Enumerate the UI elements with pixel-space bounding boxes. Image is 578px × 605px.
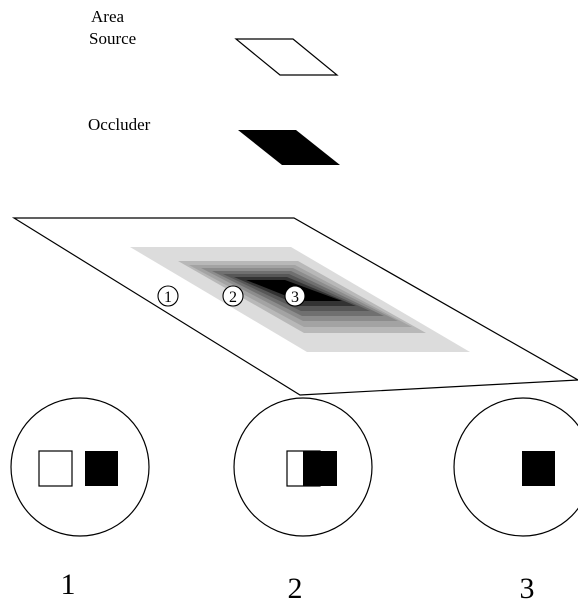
view-1-source-square	[38, 450, 73, 487]
region-marker-3-text: 3	[291, 289, 299, 306]
view-label-3: 3	[520, 572, 535, 605]
view-1-circle	[10, 397, 150, 537]
view-1	[10, 397, 150, 537]
view-label-2: 2	[288, 572, 303, 605]
view-2	[233, 397, 373, 537]
region-marker-2-text: 2	[229, 289, 237, 306]
view-3-circle	[453, 397, 578, 537]
area-source-shape	[234, 38, 339, 76]
view-1-occluder-square	[85, 451, 118, 486]
region-marker-3: 3	[284, 285, 306, 307]
region-marker-1-text: 1	[164, 289, 172, 306]
view-2-occluder-square	[303, 451, 337, 486]
view-3	[453, 397, 578, 537]
region-marker-2: 2	[222, 285, 244, 307]
view-label-1: 1	[61, 568, 76, 601]
occluder-label: Occluder	[88, 115, 151, 134]
view-3-occluder-square	[522, 451, 555, 486]
region-marker-1: 1	[157, 285, 179, 307]
area-source-label-line2: Source	[89, 29, 136, 48]
area-source-label-line1: Area	[91, 7, 124, 26]
occluder-shape	[238, 130, 340, 165]
